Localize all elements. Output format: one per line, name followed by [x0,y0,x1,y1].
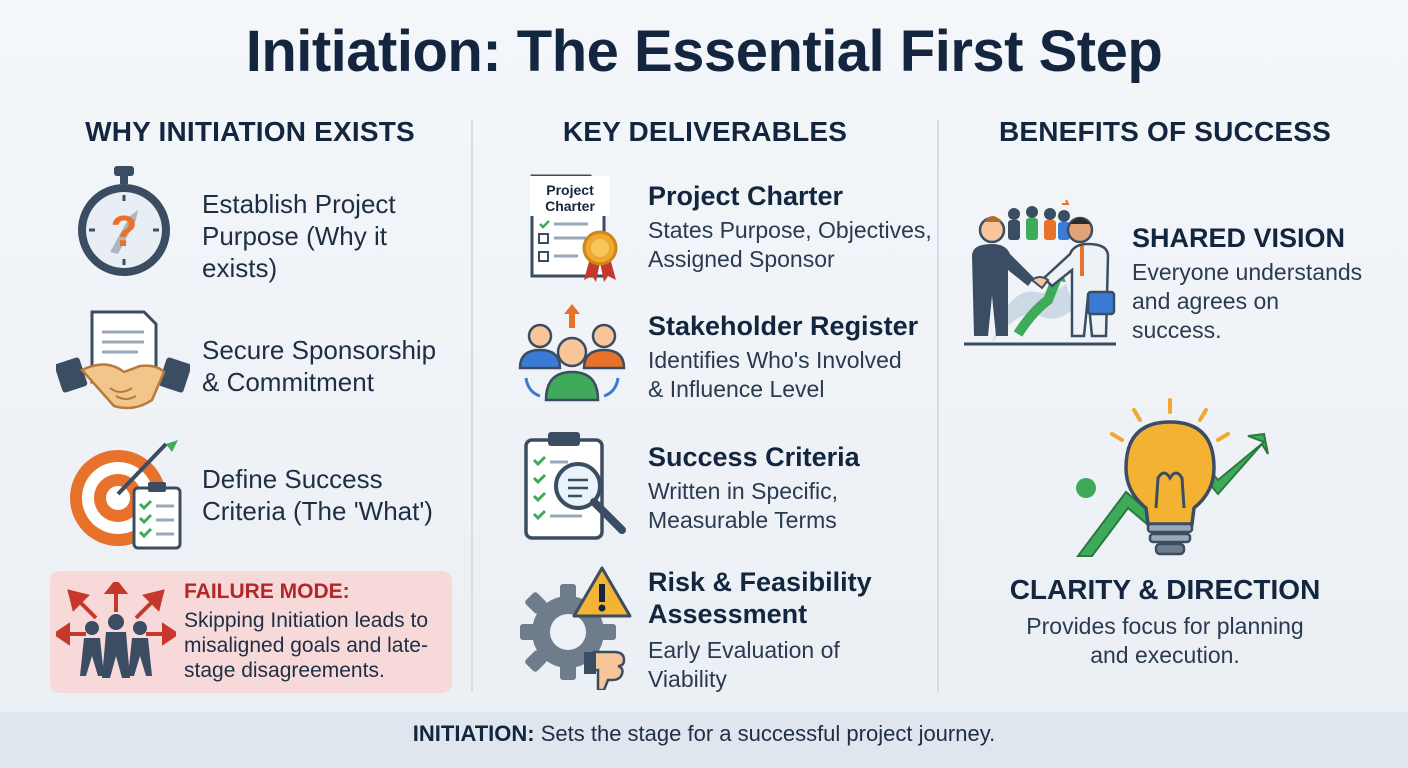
team-handshake-icon [964,199,1116,346]
benefits-heading: BENEFITS OF SUCCESS [998,116,1332,147]
charter-caption-mask [530,176,610,216]
svg-text:?: ? [111,207,138,256]
footer-banner: INITIATION: Sets the stage for a success… [0,712,1408,768]
deliverable-stakeholders: Stakeholder Register Identifies Who's In… [648,311,919,402]
stopwatch-question-icon: ? [78,166,170,276]
charter-icon-label: Project Charter [545,182,595,214]
why-heading: WHY INITIATION EXISTS [85,116,415,147]
deliverable-risk: Risk & Feasibility Assessment Early Eval… [648,567,872,692]
failure-mode-text: Skipping Initiation leads to misaligned … [184,609,428,682]
why-item-purpose: Establish Project Purpose (Why it exists… [202,189,396,283]
failure-mode-label: FAILURE MODE: [184,580,350,603]
column-divider [471,120,473,692]
clipboard-magnifier-icon [524,432,626,540]
target-checklist-icon [70,440,182,550]
deliverable-success-criteria: Success Criteria Written in Specific, Me… [648,442,860,533]
conflict-arrows-icon [56,582,176,678]
page-title: Initiation: The Essential First Step [245,19,1163,84]
footer-label: INITIATION: [412,721,535,746]
benefit-shared-vision: SHARED VISION Everyone understands and a… [1132,223,1363,343]
why-item-criteria: Define Success Criteria (The 'What') [202,464,433,526]
stakeholders-icon [518,304,626,402]
deliverables-heading: KEY DELIVERABLES [562,116,848,147]
deliverable-charter: Project Charter States Purpose, Objectiv… [648,181,932,272]
footer-text: Sets the stage for a successful project … [534,721,996,746]
benefit-clarity: CLARITY & DIRECTION Provides focus for p… [1009,574,1321,668]
handshake-document-icon [56,310,190,410]
column-divider [937,120,939,692]
why-item-sponsorship: Secure Sponsorship & Commitment [202,335,437,397]
gear-warning-icon [520,566,632,690]
lightbulb-growth-icon [1076,398,1269,557]
